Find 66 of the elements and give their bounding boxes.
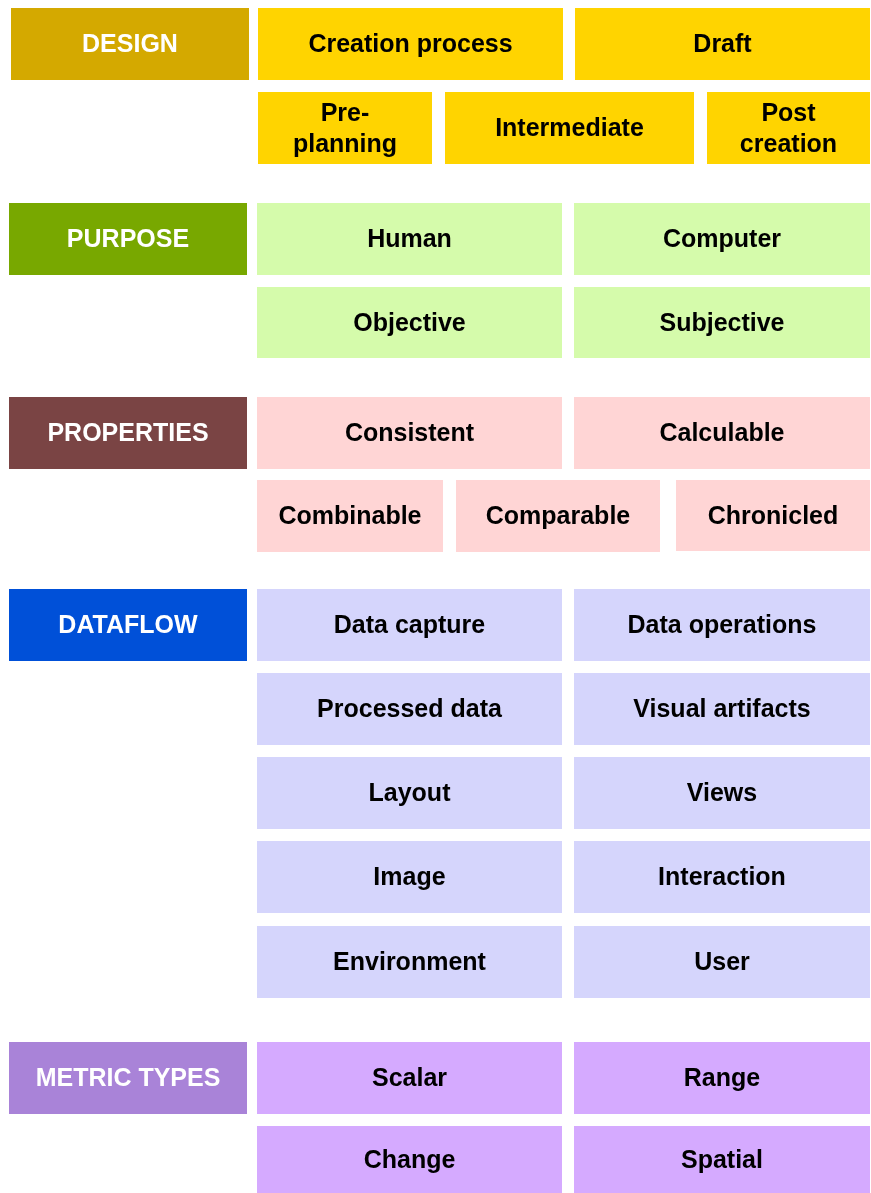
category-header [9, 203, 247, 275]
category-label: Visual artifacts [633, 693, 811, 725]
category-box [676, 480, 870, 551]
category-label: PROPERTIES [47, 417, 209, 449]
category-box [445, 92, 694, 164]
category-box [257, 841, 562, 913]
category-box [257, 203, 562, 275]
category-box [574, 589, 870, 661]
category-box [574, 841, 870, 913]
category-box [257, 1042, 562, 1114]
category-header [9, 1042, 247, 1114]
category-label: User [694, 946, 750, 978]
category-box [257, 589, 562, 661]
category-header [11, 8, 249, 80]
category-label: Scalar [371, 1062, 448, 1094]
category-box [456, 480, 660, 552]
category-label: Calculable [659, 417, 785, 449]
category-label: Image [373, 861, 446, 893]
category-label: Range [683, 1062, 761, 1094]
category-label: METRIC TYPES [35, 1062, 221, 1094]
category-box [257, 757, 562, 829]
category-box [258, 92, 432, 164]
category-box [574, 397, 870, 469]
category-box [574, 1126, 870, 1193]
category-label: Data operations [627, 609, 817, 641]
category-box [257, 926, 562, 998]
category-label: Post creation [738, 96, 839, 159]
category-label: PURPOSE [66, 223, 190, 255]
category-label: Data capture [333, 609, 486, 641]
category-label: Combinable [278, 500, 422, 532]
category-label: Chronicled [707, 499, 839, 531]
category-box [574, 757, 870, 829]
category-label: Creation process [308, 28, 513, 60]
category-box [707, 92, 870, 164]
category-box [257, 287, 562, 358]
category-label: DATAFLOW [58, 609, 198, 641]
category-box [575, 8, 870, 80]
category-header [9, 397, 247, 469]
category-label: Consistent [344, 417, 475, 449]
category-label: Comparable [485, 500, 631, 532]
category-label: Computer [662, 223, 782, 255]
category-label: Pre- planning [291, 96, 399, 159]
category-label: Subjective [659, 306, 785, 338]
category-box [257, 673, 562, 745]
category-box [257, 397, 562, 469]
category-label: Intermediate [495, 112, 644, 144]
category-box [574, 926, 870, 998]
category-box [257, 1126, 562, 1193]
category-label: Layout [368, 777, 451, 809]
category-label: Human [367, 223, 452, 255]
category-label: Environment [333, 946, 486, 978]
category-box [574, 1042, 870, 1114]
category-label: Objective [353, 306, 466, 338]
category-header [9, 589, 247, 661]
category-label: Interaction [658, 861, 786, 893]
category-label: Change [363, 1143, 456, 1175]
category-label: Draft [693, 28, 752, 60]
category-box [574, 673, 870, 745]
category-label: Processed data [317, 693, 502, 725]
category-label: DESIGN [82, 28, 178, 60]
category-box [574, 287, 870, 358]
category-label: Spatial [681, 1143, 763, 1175]
category-box [574, 203, 870, 275]
category-box [257, 480, 443, 552]
category-box [258, 8, 563, 80]
category-label: Views [686, 777, 758, 809]
